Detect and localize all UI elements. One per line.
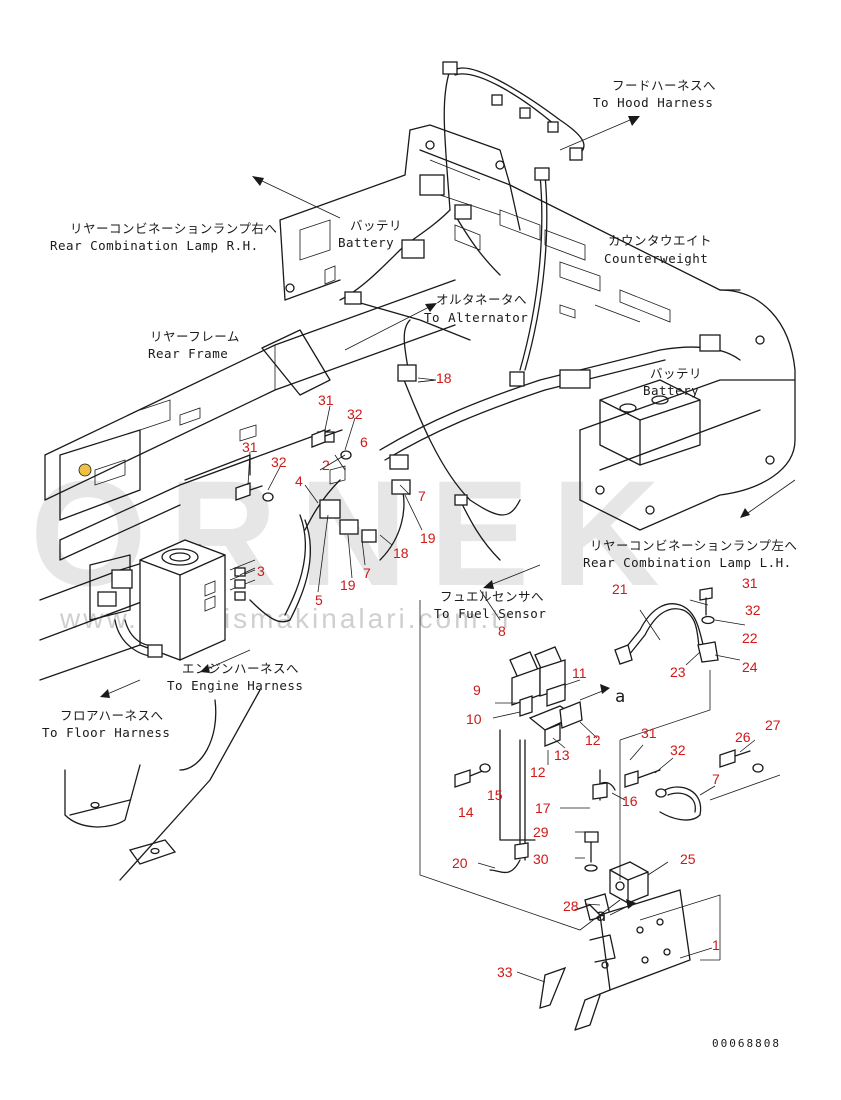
label-rear-lamp-rh-en: Rear Combination Lamp R.H.	[50, 238, 259, 253]
label-floor-en: To Floor Harness	[42, 725, 170, 740]
battery-cables	[489, 603, 719, 874]
part-number: 28	[563, 898, 579, 914]
part-number: 18	[436, 370, 452, 386]
switch-bracket	[539, 786, 702, 1031]
part-number: 14	[458, 804, 474, 820]
label-alternator-en: To Alternator	[424, 310, 528, 325]
label-rear-frame-jp: リヤーフレーム	[150, 329, 240, 344]
part-number: 21	[612, 581, 628, 597]
part-number: 22	[742, 630, 758, 646]
part-number: 13	[554, 747, 570, 763]
bottom-left-brackets	[64, 689, 261, 881]
accent-badge-icon	[78, 463, 92, 477]
label-rear-lamp-lh-jp: リヤーコンビネーションランプ左へ	[590, 538, 797, 553]
watermark-url: www.ornekismakinalari.com.tr	[59, 603, 514, 634]
label-alternator-jp: オルタネータへ	[436, 292, 527, 307]
label-rear-lamp-rh-jp: リヤーコンビネーションランプ右へ	[70, 221, 277, 236]
part-number: 3	[257, 563, 265, 579]
part-number: 6	[360, 434, 368, 450]
watermark: ORNEK www.ornekismakinalari.com.tr	[30, 449, 660, 634]
direction-arrows	[100, 116, 796, 916]
label-battery1-en: Battery	[338, 235, 394, 250]
harness-connectors	[97, 61, 721, 658]
part-number: 12	[530, 764, 546, 780]
part-number: 18	[393, 545, 409, 561]
part-number: 29	[533, 824, 549, 840]
part-number: 5	[315, 592, 323, 608]
part-number: 20	[452, 855, 468, 871]
part-number: 17	[535, 800, 551, 816]
label-fuel-jp: フュエルセンサへ	[440, 589, 544, 604]
label-rear-lamp-lh-en: Rear Combination Lamp L.H.	[583, 555, 792, 570]
part-number: 10	[466, 711, 482, 727]
part-number: 31	[318, 392, 334, 408]
part-number: 33	[497, 964, 513, 980]
part-number: 32	[745, 602, 761, 618]
part-number: 26	[735, 729, 751, 745]
part-number: 31	[641, 725, 657, 741]
label-battery2-jp: バッテリ	[650, 366, 702, 381]
part-number: 1	[712, 937, 720, 953]
label-fuel-en: To Fuel Sensor	[434, 606, 546, 621]
callout-labels: フードハーネスへ To Hood Harness リヤーコンビネーションランプ右…	[42, 78, 797, 926]
part-number: 4	[295, 473, 303, 489]
part-number: 7	[363, 565, 371, 581]
part-number: 12	[585, 732, 601, 748]
part-number: 8	[498, 623, 506, 639]
engine-box-drawing	[89, 539, 256, 661]
label-floor-jp: フロアハーネスへ	[60, 708, 164, 723]
label-battery2-en: Battery	[643, 383, 699, 398]
part-number: 31	[242, 439, 258, 455]
part-number: 15	[487, 787, 503, 803]
bolts-washers	[235, 429, 764, 872]
part-number: 27	[765, 717, 781, 733]
part-number: 19	[340, 577, 356, 593]
part-number: 2	[322, 457, 330, 473]
counterweight-drawing	[279, 124, 796, 531]
label-hood-en: To Hood Harness	[593, 95, 713, 110]
part-number: 32	[271, 454, 287, 470]
label-detail-a1: a	[615, 687, 626, 707]
part-number: 7	[712, 771, 720, 787]
leader-lines	[239, 377, 781, 983]
label-counterweight-jp: カウンタウエイト	[608, 233, 712, 248]
part-number: 19	[420, 530, 436, 546]
part-number: 32	[670, 742, 686, 758]
part-number: 11	[572, 665, 587, 681]
label-rear-frame-en: Rear Frame	[148, 346, 228, 361]
part-number: 30	[533, 851, 549, 867]
label-battery1-jp: バッテリ	[350, 218, 402, 233]
drawing-code: 00068808	[712, 1037, 781, 1050]
relay-assembly	[499, 646, 583, 861]
label-counterweight-en: Counterweight	[604, 251, 708, 266]
part-number: 16	[622, 793, 638, 809]
label-detail-a2: a	[596, 906, 607, 926]
part-number: 25	[680, 851, 696, 867]
part-number: 32	[347, 406, 363, 422]
part-number: 24	[742, 659, 758, 675]
label-engine-en: To Engine Harness	[167, 678, 303, 693]
part-number: 9	[473, 682, 481, 698]
label-engine-jp: エンジンハーネスへ	[182, 661, 299, 676]
part-number: 31	[742, 575, 758, 591]
part-number: 23	[670, 664, 686, 680]
part-number-callouts: 18 31 32 6 2 31 32 4 7 19 18 3 19 7 5 8 …	[242, 370, 781, 980]
label-hood-jp: フードハーネスへ	[612, 78, 716, 93]
part-number: 7	[418, 488, 426, 504]
